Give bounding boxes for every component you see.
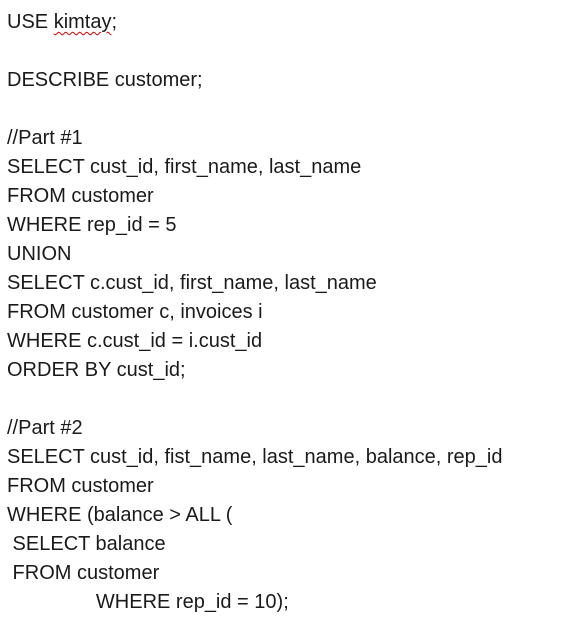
code-line-select-3: SELECT cust_id, fist_name, last_name, ba… <box>7 446 503 468</box>
code-line-subquery-select: SELECT balance <box>7 533 166 555</box>
blank-line <box>7 95 563 124</box>
code-line-select-2: SELECT c.cust_id, first_name, last_name <box>7 272 377 294</box>
code-line-describe: DESCRIBE customer; <box>7 69 203 91</box>
document-body[interactable]: USE kimtay; DESCRIBE customer; //Part #1… <box>7 8 563 617</box>
code-line-where-1: WHERE rep_id = 5 <box>7 214 177 236</box>
blank-line <box>7 37 563 66</box>
misspelled-word-kimtay[interactable]: kimtay <box>53 11 112 33</box>
blank-line <box>7 385 563 414</box>
code-line-from-3: FROM customer <box>7 475 154 497</box>
code-line-where-2: WHERE c.cust_id = i.cust_id <box>7 330 263 352</box>
comment-part-1: //Part #1 <box>7 127 83 149</box>
code-line-where-3: WHERE (balance > ALL ( <box>7 504 233 526</box>
code-line-from-2: FROM customer c, invoices i <box>7 301 263 323</box>
code-line-use: USE kimtay; <box>7 8 563 37</box>
code-line-select-1: SELECT cust_id, first_name, last_name <box>7 156 362 178</box>
code-line-union: UNION <box>7 243 72 265</box>
keyword-use: USE <box>7 11 54 33</box>
semicolon: ; <box>111 11 118 33</box>
code-line-subquery-where: WHERE rep_id = 10); <box>7 591 289 613</box>
comment-part-2: //Part #2 <box>7 417 83 439</box>
code-line-order-by: ORDER BY cust_id; <box>7 359 186 381</box>
code-line-subquery-from: FROM customer <box>7 562 160 584</box>
code-line-from-1: FROM customer <box>7 185 154 207</box>
